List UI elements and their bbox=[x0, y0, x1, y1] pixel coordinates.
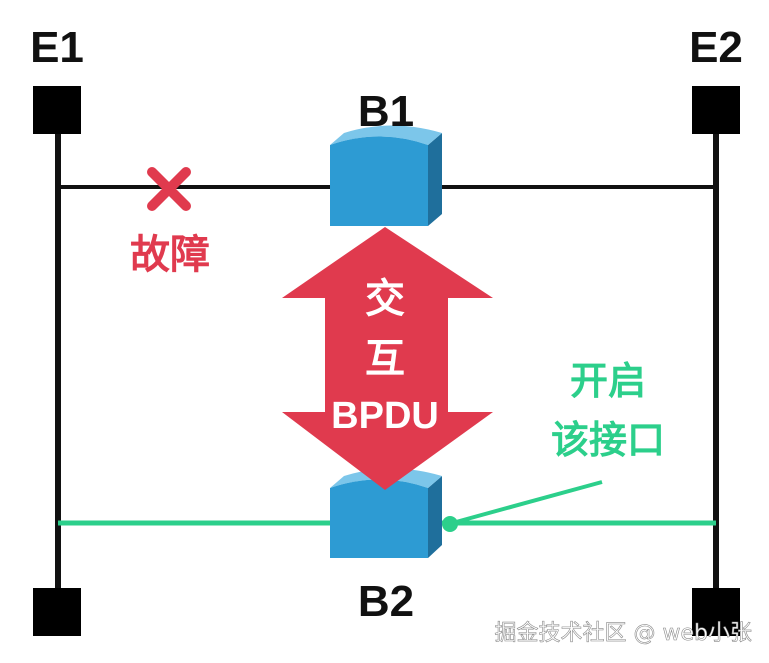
bridge-b1-side bbox=[428, 133, 442, 226]
endpoint-e1-square bbox=[33, 86, 81, 134]
watermark: 掘金技术社区 @ web小张 bbox=[495, 621, 752, 646]
port-note-line2: 该接口 bbox=[551, 418, 665, 462]
endpoint-bottom-left-square bbox=[33, 588, 81, 636]
bridge-b1-front bbox=[330, 136, 428, 226]
bpdu-exchange-arrow: 交 互 BPDU bbox=[282, 227, 493, 490]
double-arrow-icon bbox=[282, 227, 493, 490]
port-note-line1: 开启 bbox=[570, 359, 646, 403]
bridge-b1: B1 bbox=[330, 87, 442, 226]
fault-marker: 故障 bbox=[130, 167, 210, 278]
exchange-label-line2: 互 bbox=[365, 336, 405, 382]
endpoint-e2-square bbox=[692, 86, 740, 134]
port-note: 开启 该接口 bbox=[442, 359, 665, 532]
bridge-b2-front bbox=[330, 479, 428, 558]
port-note-pointer bbox=[455, 480, 603, 524]
port-dot-icon bbox=[442, 516, 458, 532]
bridge-b2-side bbox=[428, 476, 442, 558]
exchange-label-line1: 交 bbox=[365, 276, 405, 322]
fault-label: 故障 bbox=[130, 232, 210, 278]
endpoint-e2: E2 bbox=[689, 23, 743, 134]
bridge-b2-label: B2 bbox=[358, 577, 414, 626]
cross-icon bbox=[147, 167, 191, 211]
endpoint-e2-label: E2 bbox=[689, 23, 743, 72]
links bbox=[55, 120, 719, 612]
endpoint-bottom-right-square bbox=[692, 588, 740, 636]
bridge-b1-top bbox=[330, 125, 442, 145]
exchange-label-line3: BPDU bbox=[331, 395, 439, 437]
bridge-b2: B2 bbox=[330, 468, 442, 626]
bridge-b1-label: B1 bbox=[358, 87, 414, 136]
endpoint-e1: E1 bbox=[30, 23, 84, 134]
endpoint-e1-label: E1 bbox=[30, 23, 84, 72]
